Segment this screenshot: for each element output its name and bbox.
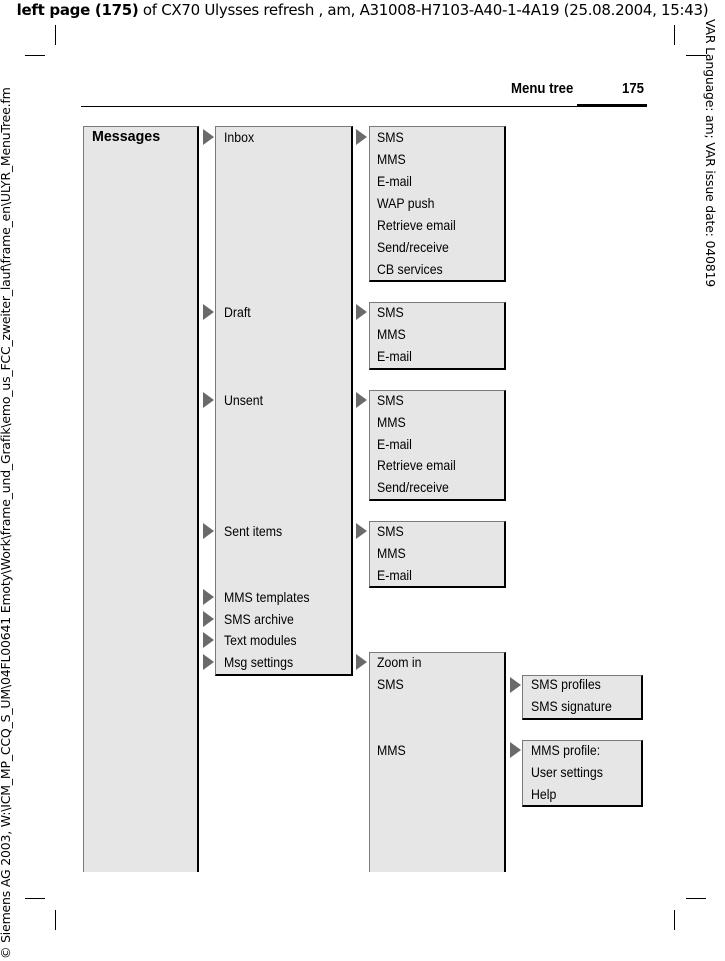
document-header: left page (175) of CX70 Ulysses refresh … (0, 0, 725, 22)
draft-mms[interactable]: MMS (377, 326, 406, 342)
inbox-cb-services[interactable]: CB services (377, 261, 443, 277)
crop-mark (25, 898, 45, 899)
menu-item-msg-settings[interactable]: Msg settings (224, 654, 294, 670)
sms-settings-submenu-box (522, 675, 643, 720)
submenu-arrow-icon (356, 129, 367, 145)
menu-item-mms-templates[interactable]: MMS templates (224, 589, 310, 605)
page-number: 175 (622, 80, 645, 97)
inbox-sms[interactable]: SMS (377, 129, 404, 145)
menu-item-sms-archive[interactable]: SMS archive (224, 611, 294, 627)
inbox-wap-push[interactable]: WAP push (377, 195, 435, 211)
crop-mark (686, 55, 706, 56)
submenu-arrow-icon (203, 129, 214, 145)
sent-email[interactable]: E-mail (377, 567, 412, 583)
unsent-mms[interactable]: MMS (377, 414, 406, 430)
unsent-sms[interactable]: SMS (377, 392, 404, 408)
header-rule-accent (577, 104, 647, 107)
level1-box (215, 126, 353, 676)
menu-item-inbox[interactable]: Inbox (224, 129, 255, 145)
sent-sms[interactable]: SMS (377, 523, 404, 539)
sent-items-submenu-box (369, 521, 506, 588)
msg-settings-mms[interactable]: MMS (377, 742, 406, 758)
header-page-ref: left page (175) (16, 1, 139, 19)
sms-signature[interactable]: SMS signature (531, 698, 612, 714)
submenu-arrow-icon (356, 304, 367, 320)
submenu-arrow-icon (356, 392, 367, 408)
inbox-retrieve-email[interactable]: Retrieve email (377, 217, 456, 233)
crop-mark (686, 898, 706, 899)
draft-submenu-box (369, 302, 506, 370)
menu-root-messages[interactable]: Messages (92, 128, 161, 145)
unsent-email[interactable]: E-mail (377, 436, 412, 452)
mms-settings-submenu-box (522, 740, 643, 807)
unsent-submenu-box (369, 390, 506, 501)
side-copyright-path: © Siemens AG 2003, W:\ICM_MP_CCQ_S_UM\04… (0, 87, 13, 959)
crop-mark (25, 55, 45, 56)
submenu-arrow-icon (510, 677, 521, 693)
submenu-arrow-icon (356, 523, 367, 539)
submenu-arrow-icon (203, 392, 214, 408)
header-rule (81, 106, 647, 107)
submenu-arrow-icon (203, 523, 214, 539)
page-title: Menu tree (511, 80, 574, 97)
mms-help[interactable]: Help (531, 786, 557, 802)
menu-item-sent-items[interactable]: Sent items (224, 523, 283, 539)
crop-mark (674, 25, 675, 45)
submenu-arrow-icon (203, 654, 214, 670)
msg-settings-sms[interactable]: SMS (377, 676, 404, 692)
inbox-email[interactable]: E-mail (377, 173, 412, 189)
submenu-arrow-icon (203, 589, 214, 605)
sms-profiles[interactable]: SMS profiles (531, 676, 601, 692)
submenu-arrow-icon (203, 632, 214, 648)
side-var-info: VAR Language: am; VAR issue date: 040819 (703, 19, 718, 287)
mms-user-settings[interactable]: User settings (531, 764, 603, 780)
menu-item-text-modules[interactable]: Text modules (224, 632, 297, 648)
sent-mms[interactable]: MMS (377, 545, 406, 561)
inbox-mms[interactable]: MMS (377, 151, 406, 167)
inbox-send-receive[interactable]: Send/receive (377, 239, 449, 255)
submenu-arrow-icon (356, 654, 367, 670)
menu-item-unsent[interactable]: Unsent (224, 392, 264, 408)
crop-mark (55, 910, 56, 930)
unsent-send-receive[interactable]: Send/receive (377, 479, 449, 495)
msg-settings-submenu-box (369, 652, 506, 872)
header-doc-info: of CX70 Ulysses refresh , am, A31008-H71… (138, 1, 709, 19)
submenu-arrow-icon (510, 742, 521, 758)
crop-mark (674, 910, 675, 930)
submenu-arrow-icon (203, 304, 214, 320)
submenu-arrow-icon (203, 611, 214, 627)
mms-profile[interactable]: MMS profile: (531, 742, 601, 758)
menu-root-box (83, 126, 199, 872)
msg-settings-zoom-in[interactable]: Zoom in (377, 654, 422, 670)
menu-item-draft[interactable]: Draft (224, 304, 251, 320)
draft-sms[interactable]: SMS (377, 304, 404, 320)
draft-email[interactable]: E-mail (377, 348, 412, 364)
unsent-retrieve-email[interactable]: Retrieve email (377, 457, 456, 473)
inbox-submenu-box (369, 126, 506, 282)
crop-mark (55, 25, 56, 45)
